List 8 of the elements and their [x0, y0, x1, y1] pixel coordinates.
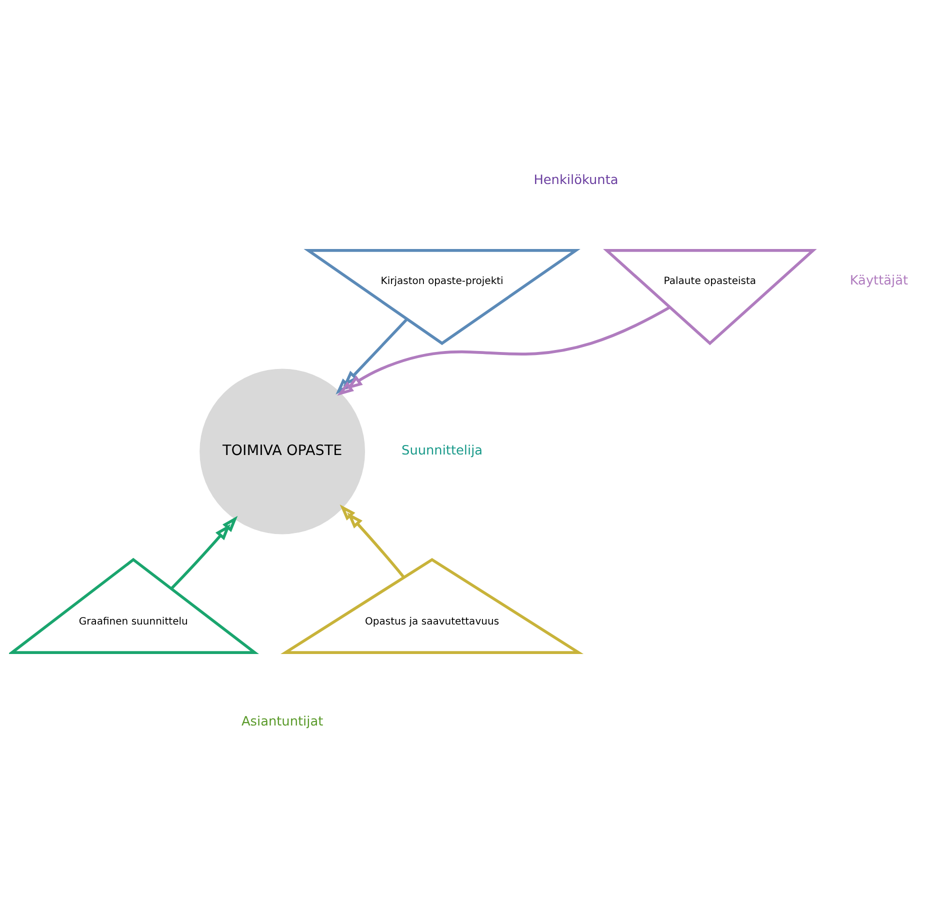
arrow: [170, 516, 238, 590]
label: Henkilökunta: [533, 172, 618, 188]
arrow: [339, 504, 405, 578]
label: Käyttäjät: [849, 274, 908, 289]
label: Asiantuntijat: [241, 714, 323, 730]
label: Suunnittelija: [401, 444, 482, 459]
arrow: [335, 318, 408, 394]
arrow: [336, 306, 670, 396]
